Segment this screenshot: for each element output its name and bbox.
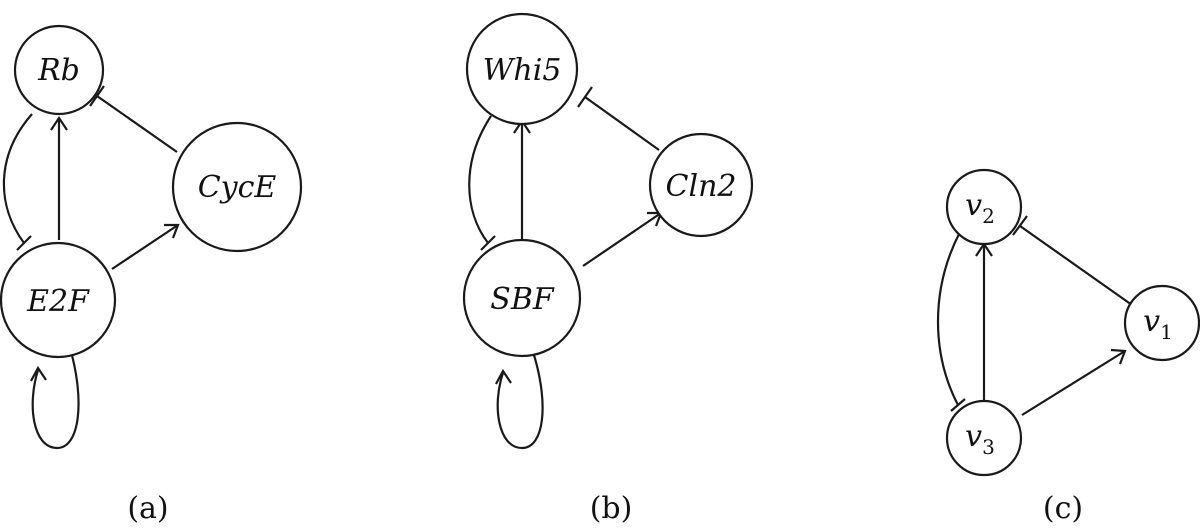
arrowhead-icon	[164, 223, 180, 239]
edge-sbf-self-loop-activation	[496, 354, 544, 450]
node-label-sbf: SBF	[490, 282, 555, 317]
inhibition-bar-icon	[480, 235, 496, 251]
node-cln2	[648, 132, 754, 238]
node-label-v2-sub: 2	[982, 204, 995, 228]
panel-a: Rb CycE E2F (a)	[0, 24, 303, 526]
arrowhead-icon	[495, 368, 512, 385]
edge-v2-to-v3-inhibition	[936, 231, 961, 406]
node-label-v1-sub: 1	[1160, 320, 1173, 344]
node-e2f	[0, 241, 117, 359]
caption-b: (b)	[590, 491, 633, 526]
edge-rb-to-e2f-inhibition	[2, 113, 33, 244]
node-whi5	[465, 12, 579, 126]
node-label-v1-base: v	[1143, 304, 1160, 339]
inhibition-bar-icon	[89, 85, 105, 107]
arrowhead-icon	[50, 116, 68, 131]
inhibition-bar-icon	[1012, 215, 1028, 236]
edge-e2f-to-cyce-activation	[111, 224, 179, 270]
arrowhead-icon	[30, 365, 47, 382]
panel-b: Whi5 Cln2 SBF (b)	[462, 12, 754, 526]
edge-e2f-self-loop-activation	[31, 347, 80, 450]
inhibition-bar-icon	[950, 398, 966, 412]
caption-a: (a)	[127, 491, 168, 526]
edge-sbf-to-cln2-activation	[582, 212, 662, 267]
node-label-whi5: Whi5	[483, 53, 562, 88]
arrowhead-icon	[1110, 348, 1127, 365]
inhibition-bar-icon	[577, 86, 593, 108]
node-v1	[1123, 284, 1200, 362]
node-label-v1: v1	[1143, 304, 1173, 344]
edge-cln2-to-whi5-inhibition	[584, 96, 660, 151]
node-label-cyce: CycE	[198, 170, 277, 205]
node-label-v3: v3	[965, 419, 995, 459]
edge-v3-to-v1-activation	[1021, 350, 1126, 416]
caption-c: (c)	[1043, 491, 1083, 526]
edge-cyce-to-rb-inhibition	[96, 95, 178, 153]
node-label-v2: v2	[965, 188, 995, 228]
node-v2	[945, 168, 1023, 246]
node-label-cln2: Cln2	[666, 169, 737, 204]
edge-v1-to-v2-inhibition	[1019, 225, 1133, 306]
node-sbf	[462, 238, 582, 358]
node-rb	[13, 24, 105, 116]
node-v3	[945, 399, 1023, 477]
node-label-rb: Rb	[37, 53, 80, 88]
edge-whi5-to-sbf-inhibition	[468, 115, 492, 244]
panel-c: v2 v1 v3 (c)	[936, 168, 1200, 526]
node-label-v3-base: v	[965, 419, 982, 454]
node-cyce	[171, 121, 303, 253]
node-label-v2-base: v	[965, 188, 982, 223]
node-label-v3-sub: 3	[982, 435, 995, 459]
node-label-e2f: E2F	[26, 284, 90, 319]
inhibition-bar-icon	[16, 235, 32, 251]
